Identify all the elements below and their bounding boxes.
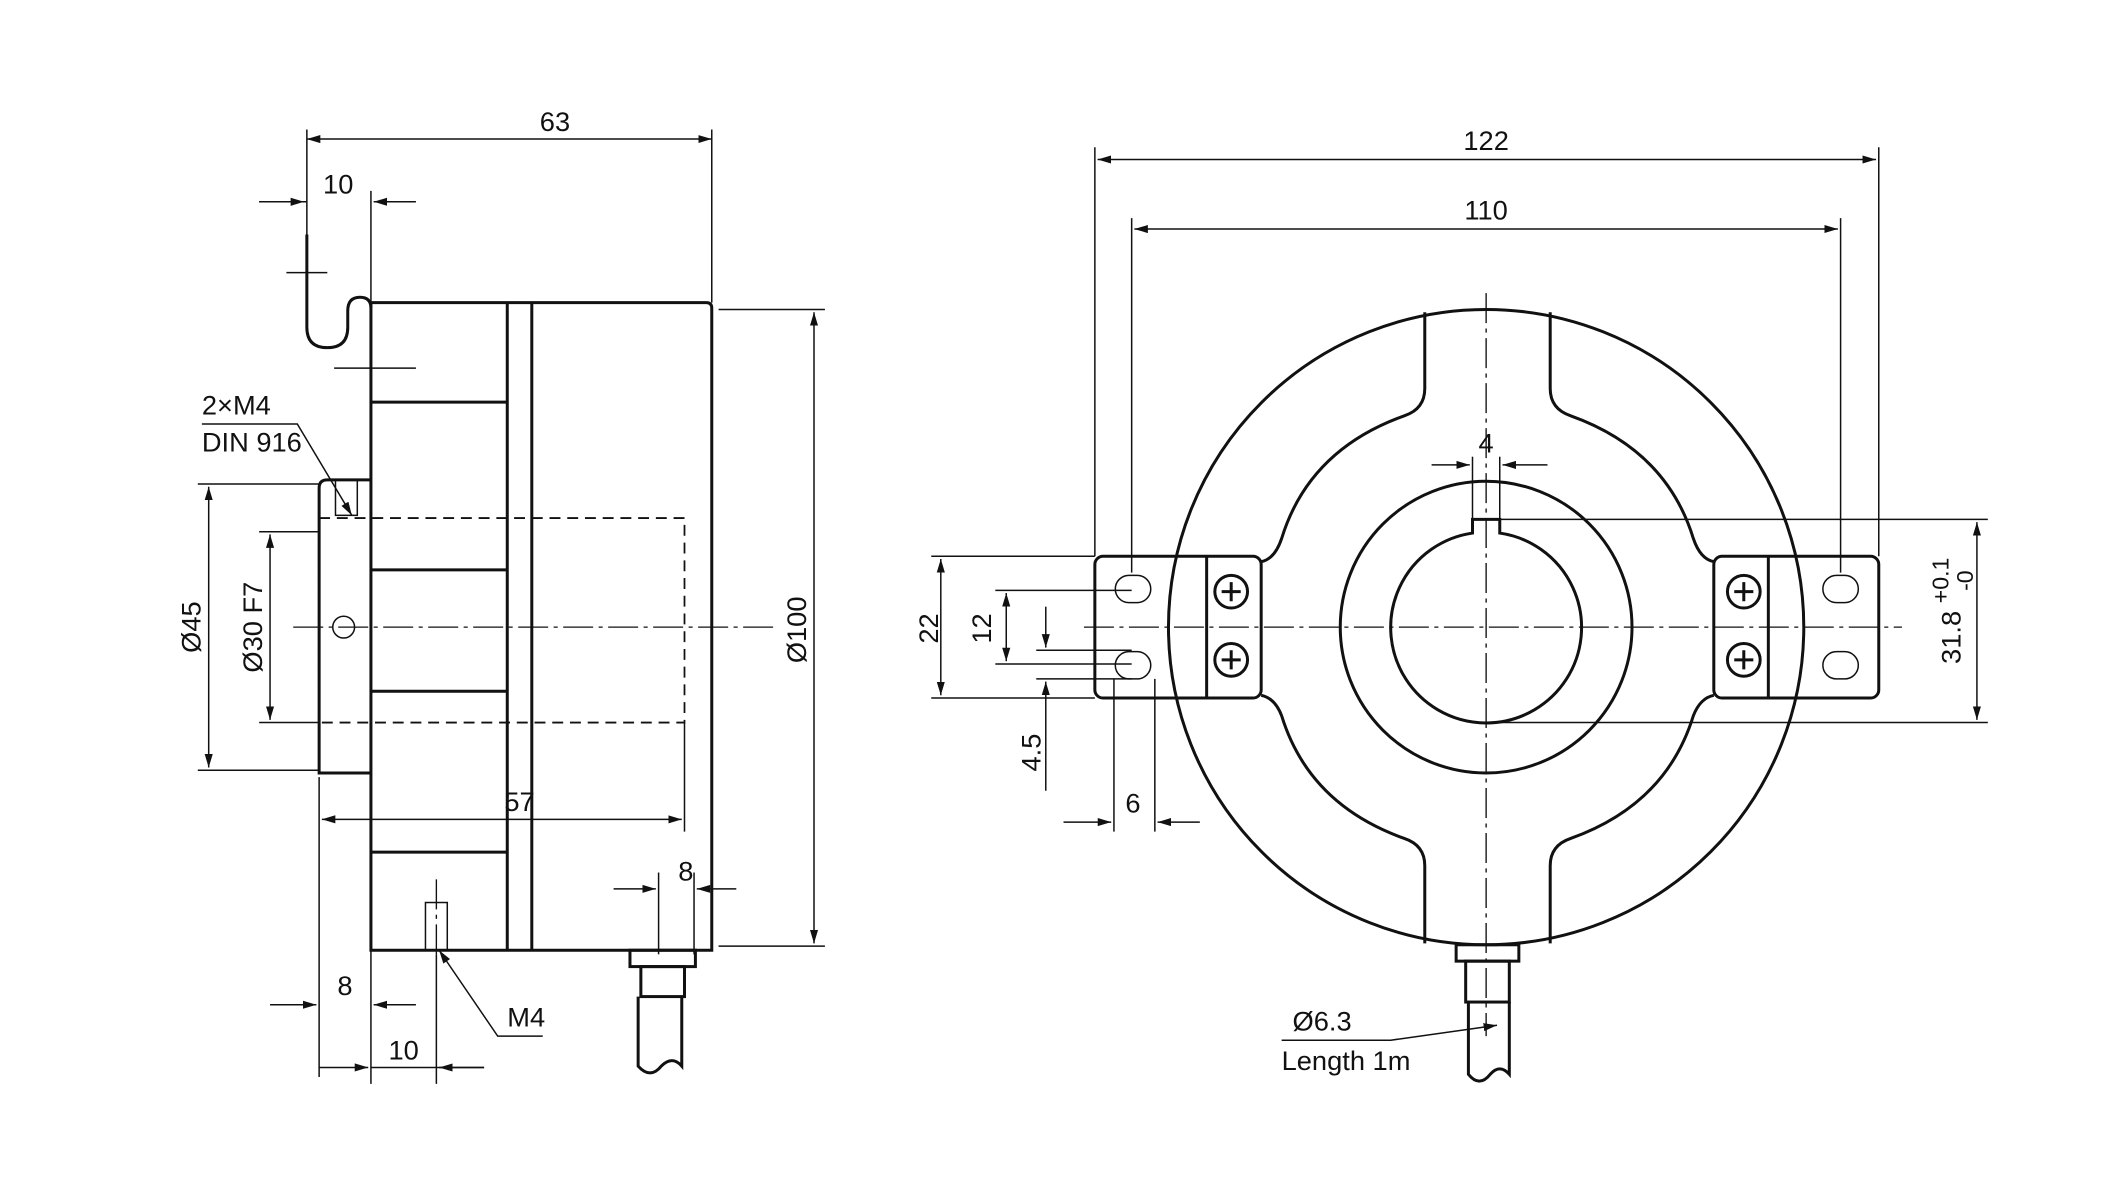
spring-bracket <box>305 234 373 350</box>
front-cable-gland <box>1454 943 1521 1083</box>
thread-label: M4 <box>507 1002 545 1033</box>
left-mounting-bracket <box>1093 554 1263 700</box>
dim-key-height: 31.8 +0.1 -0 <box>1923 550 1978 664</box>
cable-diameter-label: Ø6.3 <box>1293 1006 1352 1037</box>
side-cable-gland <box>628 948 697 1075</box>
front-extension-lines <box>931 147 1988 832</box>
dim-bracket-offset: 10 <box>323 169 353 200</box>
dim-slot-spacing: 12 <box>966 613 997 643</box>
dim-bore-depth: 57 <box>504 786 534 817</box>
cable-leader <box>1281 1023 1498 1041</box>
dim-body-diameter: Ø100 <box>781 597 812 664</box>
bore-hidden-outline <box>318 517 686 724</box>
set-screw-top <box>334 479 359 517</box>
dim-bracket-span-outer: 122 <box>1463 125 1508 156</box>
thread-leader <box>438 949 543 1037</box>
dim-slot-offset: 6 <box>1125 788 1140 819</box>
dim-flange-diameter: Ø45 <box>176 601 207 653</box>
dim-bore: Ø30 F7 <box>237 582 268 673</box>
dim-length-total: 63 <box>540 106 570 137</box>
dimension-lines <box>204 135 819 944</box>
dim-cable-width: 8 <box>678 856 693 887</box>
dim-slot-width: 4.5 <box>1015 734 1046 772</box>
right-mounting-bracket <box>1712 554 1881 700</box>
dim-bracket-span-inner: 110 <box>1464 194 1507 225</box>
dim-flange-width: 8 <box>337 970 352 1001</box>
screw-label-line1: 2×M4 <box>202 389 271 420</box>
screw-label-line2: DIN 916 <box>202 426 302 457</box>
flange-outline <box>317 478 371 775</box>
rotor-spokes <box>1260 312 1715 944</box>
set-screw-hole <box>332 615 356 639</box>
extension-lines <box>197 129 825 1084</box>
side-view: 63 10 2×M4 DIN 916 Ø45 Ø30 F7 Ø100 57 8 … <box>176 106 825 1084</box>
cable-length-label: Length 1m <box>1282 1045 1411 1076</box>
front-dimension-lines <box>936 155 1981 720</box>
dim-keyway-width: 4 <box>1479 428 1494 459</box>
dim-bracket-height: 22 <box>913 613 944 643</box>
screw-leader <box>201 423 353 516</box>
encoder-body-outline <box>369 301 714 952</box>
front-view: 122 110 4 22 12 4.5 6 31.8 +0.1 -0 Ø6.3 … <box>913 125 1988 1083</box>
dim-screw-offset: 10 <box>388 1034 418 1065</box>
